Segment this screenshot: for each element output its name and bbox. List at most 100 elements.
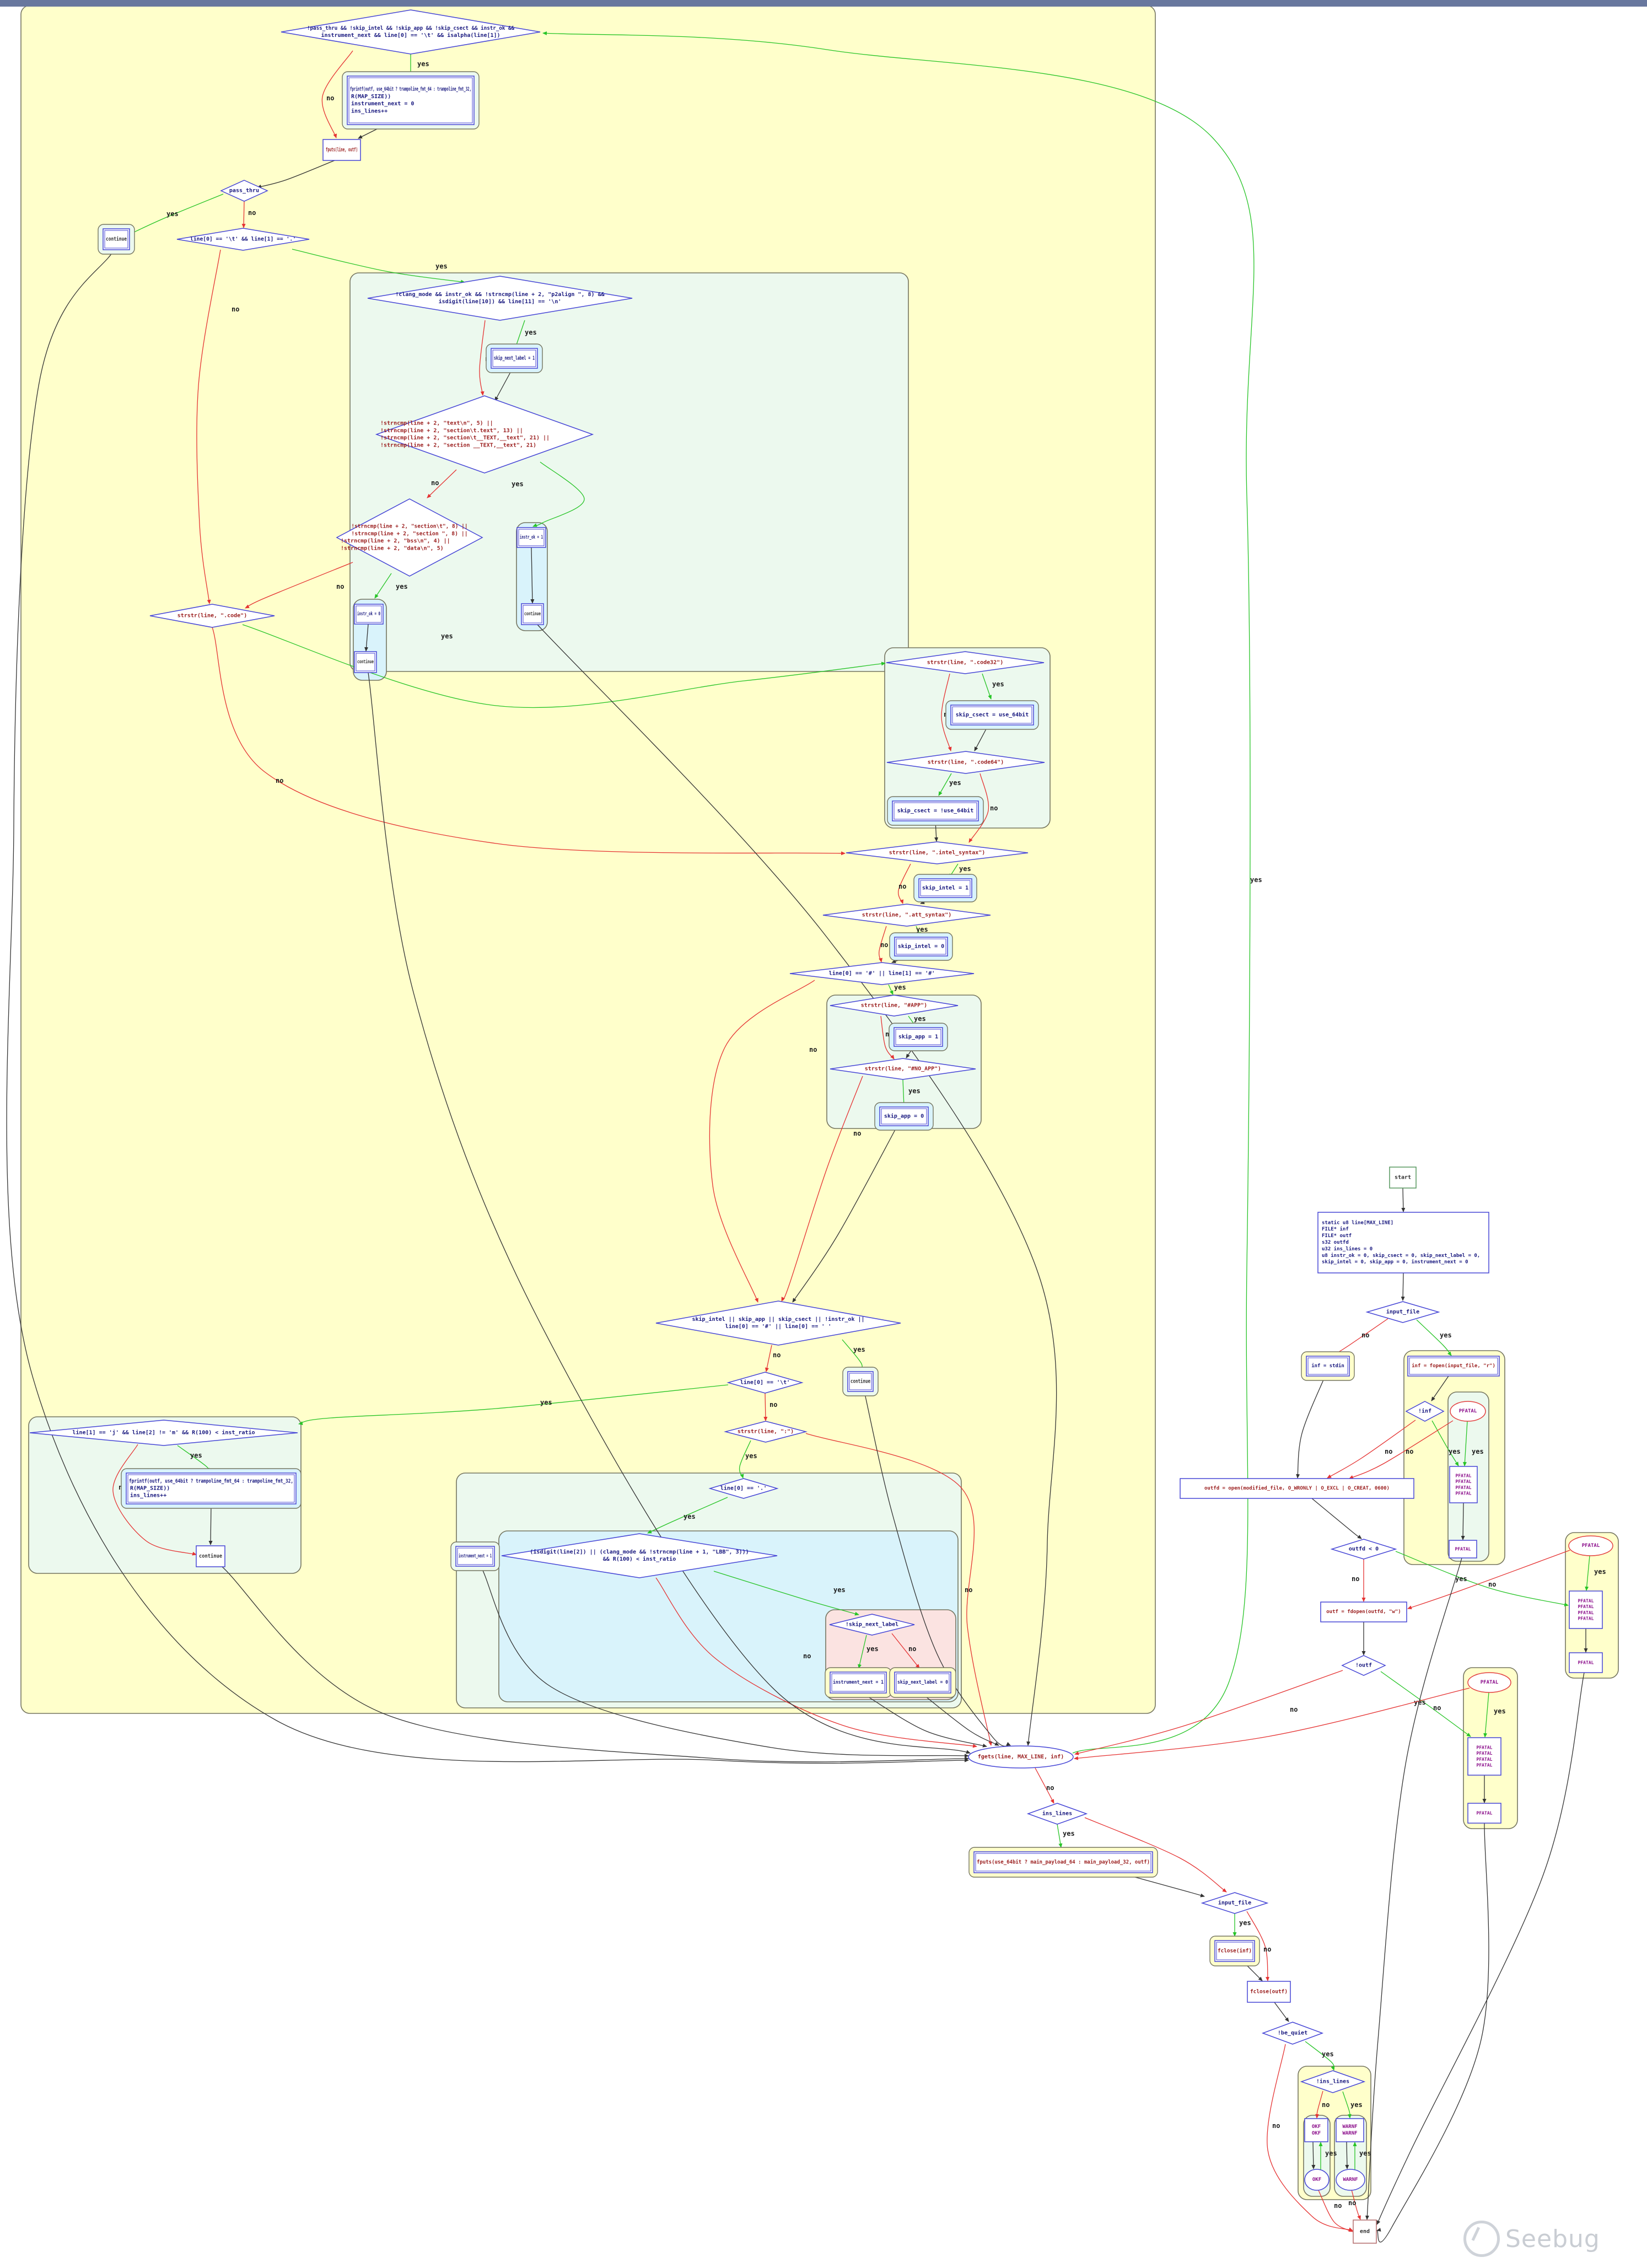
edge-label: no: [773, 1351, 781, 1359]
node-box-skip-intel-0: [894, 937, 948, 956]
node-inner-box-skip-intel-1: [920, 880, 971, 896]
node-label: instr_ok = 0: [357, 611, 380, 617]
node-box-inf-fopen: [1407, 1356, 1500, 1377]
edge-label: no: [1406, 1448, 1413, 1455]
node-label: isdigit(line[10]) && line[11] == '\n': [439, 298, 562, 305]
node-label: skip_next_label = 0: [897, 1679, 948, 1685]
edge-72: [1315, 2090, 1323, 2119]
node-box-instr-ok-1: [516, 527, 546, 548]
edge-label: no: [898, 883, 906, 890]
node-label: OKF: [1312, 2131, 1321, 2136]
edge-71: [1267, 2044, 1353, 2231]
edge-label: no: [880, 941, 888, 949]
node-label: !strncmp(line + 2, "bss\n", 4) ||: [341, 538, 450, 544]
edge-79: [1351, 2189, 1361, 2220]
node-inner-box-fclose-inf: [1216, 1942, 1253, 1960]
edge-label: yes: [683, 1513, 696, 1520]
edge-15: [530, 547, 535, 604]
node-label: skip_intel || skip_app || skip_csect || …: [692, 1316, 864, 1323]
edge-48: [858, 1635, 867, 1669]
edge-label: no: [990, 804, 998, 812]
node-label: fprintf(outf, use_64bit ? trampoline_fmt…: [350, 86, 471, 93]
node-cond-input-file-open: [1365, 1301, 1440, 1323]
edge-label: no: [769, 1401, 777, 1409]
node-label: u32 ins_lines = 0: [1322, 1246, 1372, 1252]
node-label: PFATAL: [1459, 1409, 1477, 1414]
node-label: skip_intel = 0, skip_app = 0, instrument…: [1322, 1259, 1468, 1265]
node-label: strstr(line, ".att_syntax"): [862, 912, 952, 918]
node-label: PFATAL: [1477, 1811, 1493, 1816]
edge-70: [1305, 2041, 1335, 2071]
edge-11: [532, 461, 585, 527]
edge-6: [292, 249, 465, 284]
edge-36: [902, 1079, 906, 1107]
node-label: WARNF: [1342, 2131, 1357, 2136]
node-continue-instr-ok-1: [521, 603, 544, 625]
page-top-bar: [0, 0, 1647, 7]
edge-label: no: [232, 305, 239, 313]
node-label: PFATAL: [1578, 1616, 1594, 1621]
node-label: fclose(inf): [1218, 1948, 1252, 1954]
node-box-skip-csect-not64: [892, 800, 979, 821]
edge-49: [891, 1633, 920, 1669]
edge-3: [257, 160, 335, 189]
node-label: instrument_next = 1: [833, 1679, 884, 1685]
node-label: inf = fopen(input_file, "r"): [1412, 1363, 1495, 1369]
node-label: fprintf(outf, use_64bit ? trampoline_fmt…: [129, 1477, 293, 1484]
node-continue-skip: [847, 1371, 874, 1392]
node-continue-pass-thru: [103, 228, 130, 250]
edge-label: no: [1348, 2199, 1356, 2207]
node-label: !outf: [1355, 1663, 1372, 1669]
edge-label: yes: [853, 1346, 865, 1353]
node-cond-dot-code: [149, 604, 275, 628]
node-label: fgets(line, MAX_LINE, inf): [978, 1754, 1064, 1760]
edge-50: [868, 1696, 987, 1748]
edge-4: [130, 194, 224, 234]
node-label: skip_csect = use_64bit: [956, 712, 1029, 718]
node-label: input_file: [1218, 1900, 1251, 1906]
edge-label: yes: [540, 1399, 552, 1406]
edge-label: yes: [1455, 1575, 1467, 1583]
node-label: skip_app = 0: [884, 1113, 924, 1120]
edge-1: [321, 50, 353, 138]
node-inner-continue-instr-ok-1: [523, 605, 542, 624]
edge-label: no: [326, 94, 334, 102]
node-label: PFATAL: [1456, 1474, 1472, 1479]
edge-label: yes: [512, 480, 524, 488]
edge-56: [222, 1566, 969, 1762]
node-box-emit-main-payload: [973, 1851, 1153, 1873]
edge-label: yes: [1325, 2149, 1337, 2157]
node-cond-other-section: [336, 498, 483, 577]
edge-100: [1483, 1692, 1489, 1738]
node-label: fputs(use_64bit ? main_payload_64 : main…: [977, 1859, 1150, 1866]
node-label: !strncmp(line + 2, "section ", 8) ||: [351, 530, 467, 537]
node-label: !strncmp(line + 2, "section __TEXT,__tex…: [380, 442, 536, 448]
node-label: !inf: [1418, 1408, 1431, 1415]
node-inner-box-skip-next-label-1: [492, 350, 536, 367]
edge-91: [1311, 1498, 1362, 1539]
node-label: !pass_thru && !skip_intel && !skip_app &…: [307, 25, 515, 31]
edge-label: no: [431, 479, 439, 487]
node-label: outf = fdopen(outfd, "w"): [1326, 1609, 1401, 1615]
edge-label: yes: [1472, 1448, 1484, 1455]
node-label: fputs(line, outf): [326, 147, 358, 153]
edge-label: yes: [396, 583, 408, 590]
node-label: strstr(line, "#NO_APP"): [865, 1066, 941, 1072]
edge-22: [938, 773, 952, 796]
node-cond-dot: [708, 1478, 779, 1499]
node-box-skip-app-0: [879, 1106, 929, 1126]
node-inner-box-instrument-next-1b: [831, 1673, 885, 1692]
node-box-fdopen: [1320, 1601, 1407, 1622]
node-label: skip_next_label = 1: [494, 355, 535, 362]
node-label: PFATAL: [1456, 1485, 1472, 1490]
node-inner-box-skip-csect-not64: [894, 802, 977, 820]
node-cond-colon: [724, 1421, 808, 1443]
node-label: PFATAL: [1578, 1604, 1594, 1609]
node-cond-not-skip-next: [829, 1614, 915, 1636]
edge-94: [1407, 1550, 1570, 1610]
node-label: line[0] == '#' || line[1] == '#': [829, 970, 935, 977]
seebug-watermark-text: Seebug: [1505, 2224, 1600, 2253]
node-inner-continue-skip: [849, 1373, 872, 1390]
node-label: continue: [357, 659, 374, 665]
edge-label: yes: [190, 1452, 202, 1459]
